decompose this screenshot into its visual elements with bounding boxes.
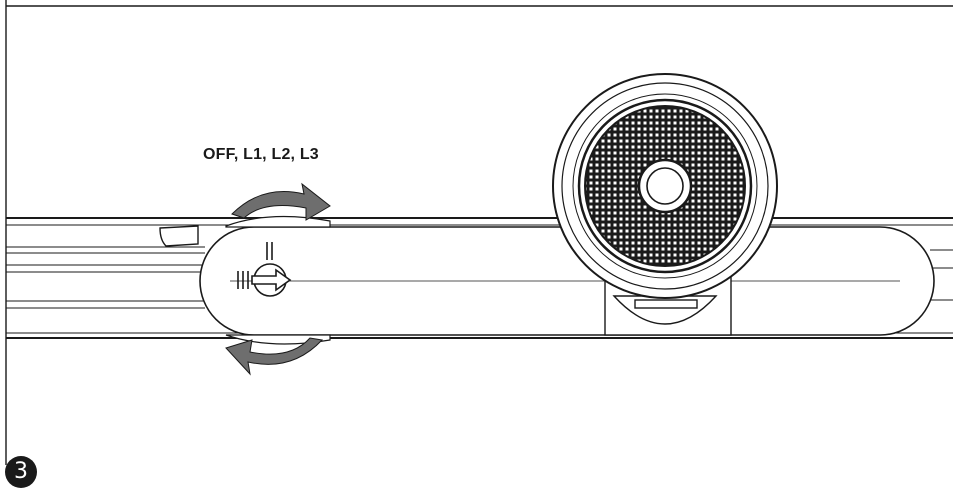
track-clip [159,225,199,247]
rotate-counterclockwise-arrow-icon [225,337,324,376]
switch-wheel [225,215,331,345]
light-direction-symbol-icon [237,242,292,297]
switch-positions-label: OFF, L1, L2, L3 [203,146,319,163]
rotate-clockwise-arrow-icon [231,182,331,221]
step-number-badge: 3 [5,456,37,488]
figure-frame [5,0,953,465]
spotlight-head [552,73,778,299]
